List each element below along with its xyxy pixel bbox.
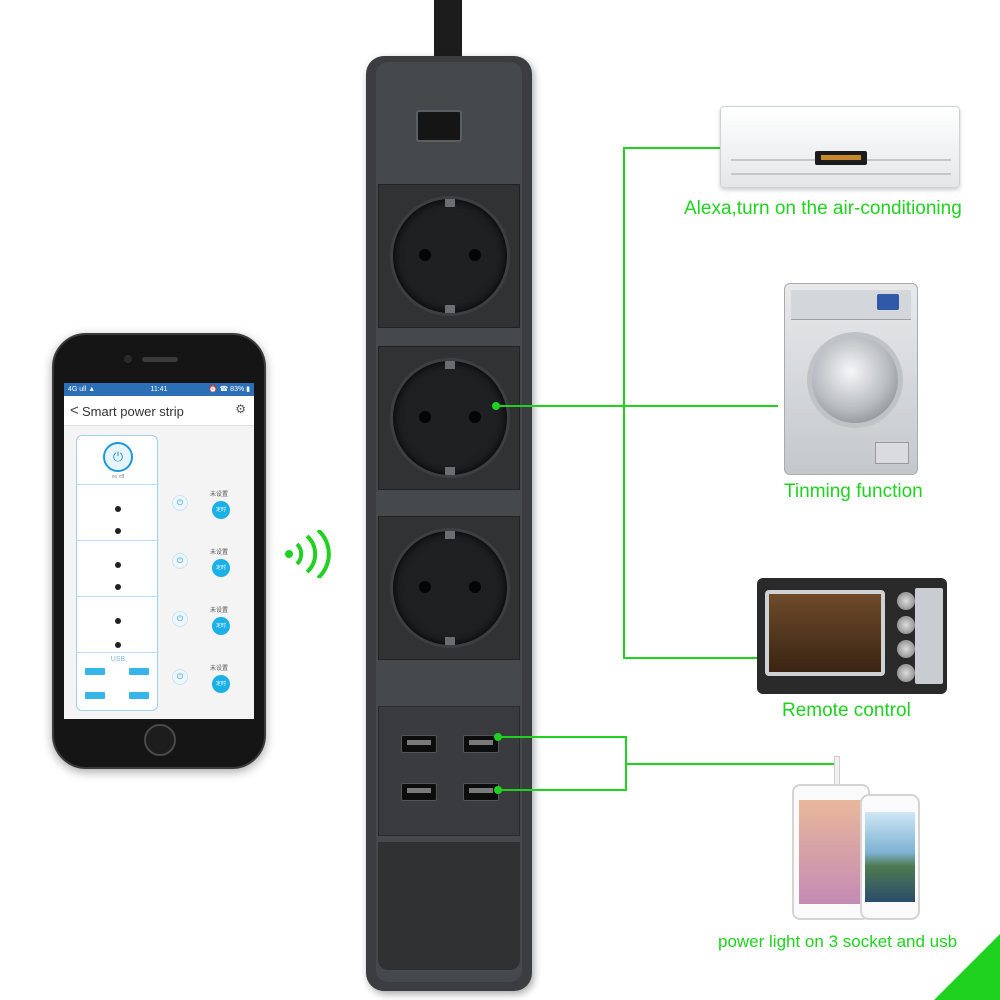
usb-timer-label: 未设置 bbox=[210, 666, 229, 672]
usb-block bbox=[378, 706, 520, 836]
electric-oven bbox=[757, 578, 947, 694]
power-strip bbox=[366, 56, 532, 991]
washer-display bbox=[877, 294, 899, 310]
usb-port-icon bbox=[129, 692, 149, 699]
usb-toggle[interactable]: ⏻ bbox=[172, 669, 188, 685]
tablet-screen bbox=[799, 800, 863, 904]
air-conditioner bbox=[720, 106, 960, 188]
usb-label: USB bbox=[110, 656, 126, 663]
charging-phone bbox=[860, 794, 920, 920]
ac-display bbox=[815, 151, 867, 165]
app-title: Smart power strip bbox=[82, 404, 184, 419]
status-time: 11:41 bbox=[150, 386, 168, 393]
tablet bbox=[792, 784, 870, 920]
socket-3-timer-button[interactable]: 定时 bbox=[212, 617, 230, 635]
earpiece-speaker bbox=[142, 357, 178, 362]
status-left: 4G ull ▲ bbox=[68, 386, 96, 393]
oven-knob bbox=[897, 664, 915, 682]
gear-icon[interactable]: ⚙ bbox=[235, 402, 246, 416]
oven-knob bbox=[897, 592, 915, 610]
usb-port-icon bbox=[129, 668, 149, 675]
socket-1-toggle[interactable]: ⏻ bbox=[172, 495, 188, 511]
socket-3 bbox=[378, 516, 520, 660]
socket-3-pin bbox=[115, 618, 121, 624]
socket-3-toggle[interactable]: ⏻ bbox=[172, 611, 188, 627]
schuko-socket bbox=[393, 199, 507, 313]
socket-2 bbox=[378, 346, 520, 490]
app-header: < Smart power strip ⚙ bbox=[64, 396, 254, 426]
master-on-off-label: on off bbox=[111, 474, 125, 480]
washer-filter-flap bbox=[875, 442, 909, 464]
front-camera bbox=[124, 355, 132, 363]
wifi-signal-icon bbox=[285, 530, 331, 578]
caption-washer: Tinming function bbox=[784, 481, 923, 502]
oven-knob bbox=[897, 640, 915, 658]
usb-timer-button[interactable]: 定时 bbox=[212, 675, 230, 693]
usb-port-icon bbox=[85, 692, 105, 699]
divider bbox=[77, 596, 159, 597]
usb-port bbox=[463, 735, 499, 753]
socket-2-timer-button[interactable]: 定时 bbox=[212, 559, 230, 577]
caption-devices: power light on 3 socket and usb bbox=[718, 932, 958, 951]
schuko-socket bbox=[393, 361, 507, 475]
oven-knob bbox=[897, 616, 915, 634]
washing-machine bbox=[784, 283, 918, 475]
master-power-button[interactable]: ⏻ bbox=[103, 442, 133, 472]
usb-port-icon bbox=[85, 668, 105, 675]
socket-3-timer-label: 未设置 bbox=[210, 608, 229, 614]
usb-port bbox=[401, 735, 437, 753]
oven-control-panel bbox=[915, 588, 943, 684]
power-cord bbox=[434, 0, 462, 64]
app-screen: 4G ull ▲ 11:41 ⏰ ☎ 83% ▮ < Smart power s… bbox=[64, 383, 254, 719]
divider bbox=[77, 484, 159, 485]
socket-1-timer-label: 未设置 bbox=[210, 492, 229, 498]
usb-port bbox=[463, 783, 499, 801]
usb-port bbox=[401, 783, 437, 801]
socket-1 bbox=[378, 184, 520, 328]
washer-door bbox=[807, 332, 903, 428]
socket-1-pin bbox=[115, 506, 121, 512]
socket-2-pin bbox=[115, 584, 121, 590]
strip-base bbox=[378, 842, 520, 970]
schuko-socket bbox=[393, 531, 507, 645]
master-switch[interactable] bbox=[416, 110, 462, 142]
socket-2-pin bbox=[115, 562, 121, 568]
status-bar: 4G ull ▲ 11:41 ⏰ ☎ 83% ▮ bbox=[64, 383, 254, 396]
oven-window bbox=[765, 590, 885, 676]
strip-diagram: ⏻ on off USB bbox=[76, 435, 159, 711]
corner-accent bbox=[934, 934, 1000, 1000]
home-button[interactable] bbox=[144, 724, 176, 756]
socket-3-pin bbox=[115, 642, 121, 648]
divider bbox=[77, 540, 159, 541]
status-right: ⏰ ☎ 83% ▮ bbox=[208, 386, 250, 393]
socket-2-timer-label: 未设置 bbox=[210, 550, 229, 556]
socket-1-pin bbox=[115, 528, 121, 534]
smartphone: 4G ull ▲ 11:41 ⏰ ☎ 83% ▮ < Smart power s… bbox=[52, 333, 266, 769]
socket-2-toggle[interactable]: ⏻ bbox=[172, 553, 188, 569]
back-chevron-icon[interactable]: < bbox=[70, 402, 79, 419]
phone-screen bbox=[865, 812, 915, 902]
divider bbox=[77, 652, 159, 653]
caption-ac: Alexa,turn on the air-conditioning bbox=[684, 198, 962, 219]
socket-1-timer-button[interactable]: 定时 bbox=[212, 501, 230, 519]
caption-oven: Remote control bbox=[782, 700, 911, 721]
